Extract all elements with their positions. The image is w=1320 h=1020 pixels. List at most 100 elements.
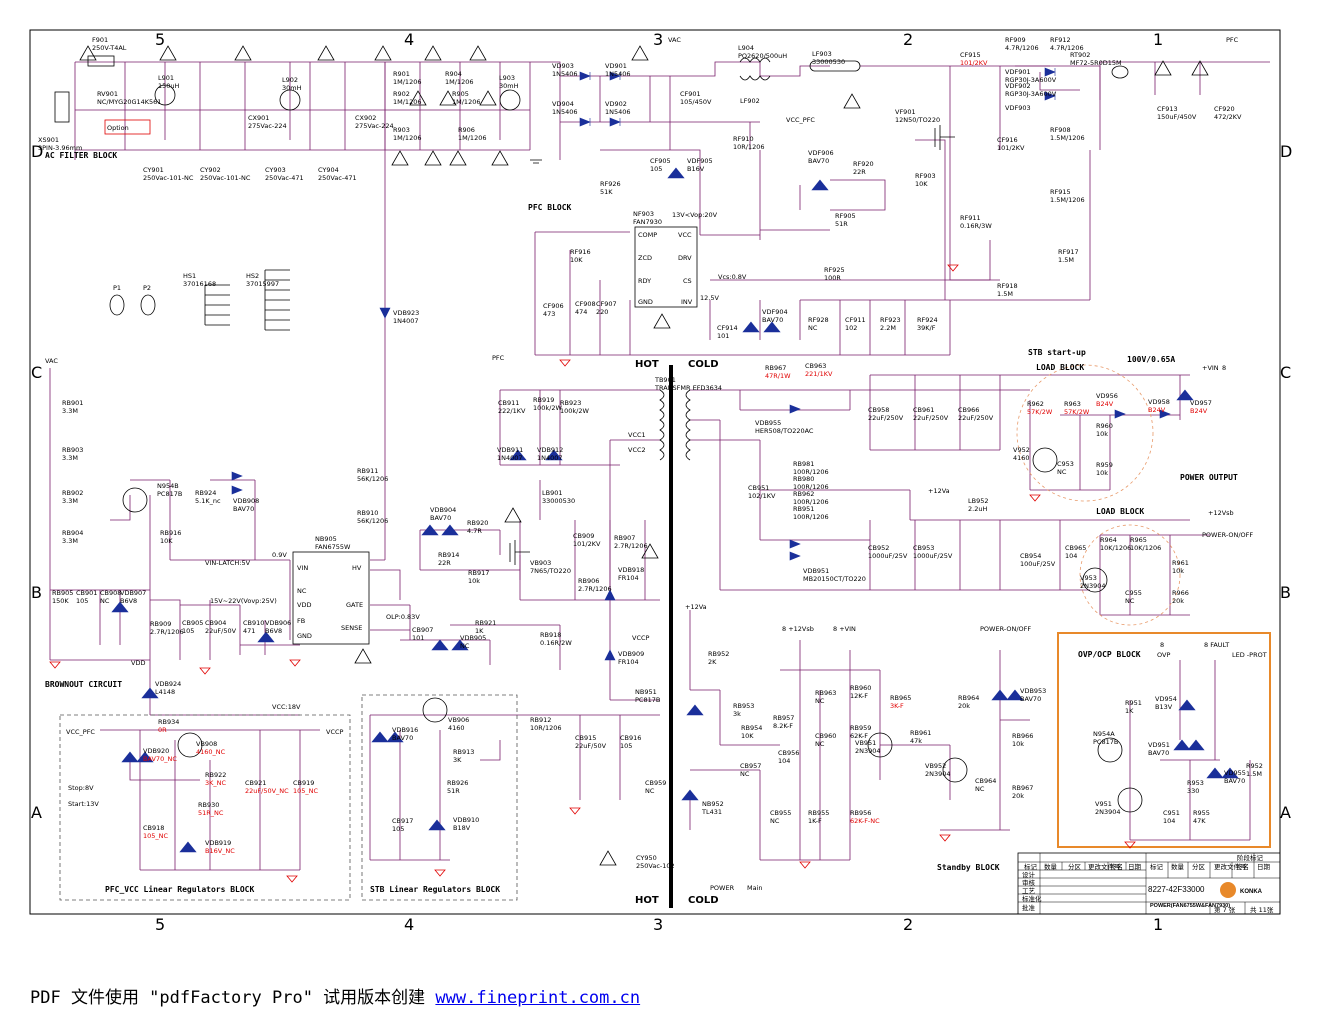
component-ref: VDB906 xyxy=(265,619,291,627)
component-value: 2.2M xyxy=(880,324,896,332)
component-value: 473 xyxy=(543,310,555,318)
diode-vdb908 xyxy=(231,471,243,495)
note-12-5v: 12.5V xyxy=(700,294,719,302)
footer-link[interactable]: www.fineprint.com.cn xyxy=(435,988,641,1008)
component-ref: CF915 xyxy=(960,51,981,59)
diode-vdb923 xyxy=(379,307,391,319)
component-value: 1N5406 xyxy=(605,70,631,78)
component-value: 30mH xyxy=(282,84,302,92)
component-ref: RB951 xyxy=(793,505,814,513)
component-ref: C955 xyxy=(1125,589,1142,597)
component-value: PC817B xyxy=(635,696,660,704)
component-ref: RB965 xyxy=(890,694,911,702)
component-ref: L903 xyxy=(499,74,515,82)
block-title-stb-linear: STB Linear Regulators BLOCK xyxy=(370,884,500,894)
component-value: NC xyxy=(100,597,110,605)
component-ref: RT902 xyxy=(1070,51,1090,59)
net-0-9v: 0.9V xyxy=(272,551,287,559)
component-value: PQ2620/500uH xyxy=(738,52,787,60)
component-ref: VDB955 xyxy=(755,419,781,427)
component-value: 10R/1206 xyxy=(530,724,562,732)
zone-row-c-left: C xyxy=(31,363,42,382)
ic-fan7930-pins: COMP VCC ZCD DRV RDY CS GND INV xyxy=(638,231,693,306)
tb-title: POWER(FAN6755W&FAN7930) xyxy=(1150,903,1230,909)
tb-stage: 阶段标记 xyxy=(1237,853,1264,862)
component-ref: R902 xyxy=(393,90,410,98)
component-ref: RB916 xyxy=(160,529,181,537)
tb-hdr-mark-2: 标记 xyxy=(1150,862,1164,871)
component-value: 22uF/50V_NC xyxy=(245,787,289,795)
diode-vdb924 xyxy=(141,687,159,699)
component-value: 39K/F xyxy=(917,324,936,332)
zone-labels: 5 4 3 2 1 5 4 3 2 1 D C B A D C B A xyxy=(31,30,1292,934)
component-ref: RF925 xyxy=(824,266,845,274)
component-value: 57K/2W xyxy=(1064,408,1090,416)
component-ref: P2 xyxy=(143,284,151,292)
ground-icon xyxy=(1124,841,1136,849)
inductor-l903 xyxy=(499,89,521,111)
transistor-v951 xyxy=(1117,787,1143,813)
component-ref: VD958 xyxy=(1148,398,1170,406)
component-value: NC xyxy=(460,642,470,650)
component-ref: RF918 xyxy=(997,282,1018,290)
component-value: TRANSFMR EFD3634 xyxy=(654,384,722,392)
component-value: 3.3M xyxy=(62,497,78,505)
pin-rdy: RDY xyxy=(638,277,651,285)
net-15-22v: 15V~22V(Vovp:25V) xyxy=(210,597,277,605)
component-ref: CY904 xyxy=(318,166,339,174)
component-ref: N954A xyxy=(1093,730,1115,738)
note-start-voltage: Start:13V xyxy=(68,800,99,808)
net-12va: +12Va xyxy=(685,603,707,611)
net-olp: OLP:0.83V xyxy=(386,613,420,621)
warning-icon xyxy=(599,850,617,866)
footer-text: PDF 文件使用 "pdfFactory Pro" 试用版本创建 xyxy=(30,988,436,1008)
transistor-vb908 xyxy=(177,732,203,758)
component-value: 100R xyxy=(824,274,841,282)
component-value: 100R/1206 xyxy=(793,513,829,521)
component-ref: CB965 xyxy=(1065,544,1086,552)
component-ref: CB908 xyxy=(100,589,121,597)
diode-vd903 xyxy=(579,71,591,81)
component-value: 105/450V xyxy=(680,98,712,106)
pin-sense: SENSE xyxy=(341,624,362,632)
zone-row-b-right: B xyxy=(1280,583,1291,602)
component-ref: CB952 xyxy=(868,544,889,552)
diode-vd901 xyxy=(609,71,621,81)
component-value: 0.16R/3W xyxy=(960,222,992,230)
component-value: 3.3M xyxy=(62,407,78,415)
note-vovp: 13V<Vop:20V xyxy=(672,211,718,219)
component-value: 1N5406 xyxy=(552,108,578,116)
component-ref: VD954 xyxy=(1155,695,1177,703)
component-ref: RB902 xyxy=(62,489,83,497)
component-value: 47k xyxy=(910,737,922,745)
component-ref: LF903 xyxy=(812,50,832,58)
pin-vcc: VCC xyxy=(678,231,692,239)
diode-vdb951 xyxy=(789,539,801,561)
component-value: 104 xyxy=(1065,552,1077,560)
diode-vdb920 xyxy=(121,751,154,763)
component-value: 100R/1206 xyxy=(793,468,829,476)
